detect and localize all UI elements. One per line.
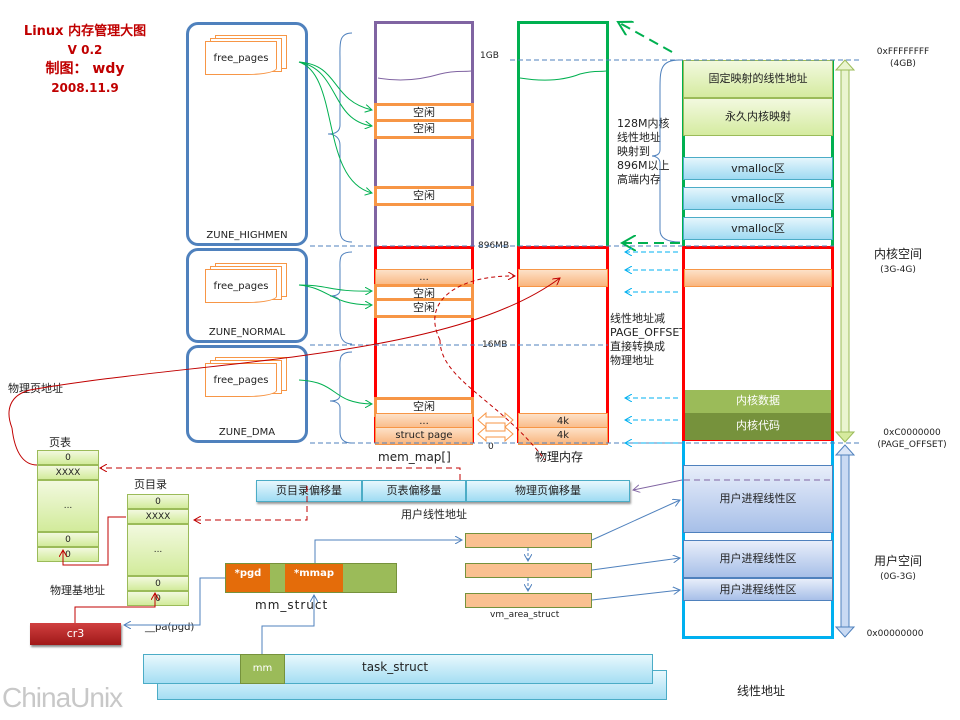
mark-16mb: 16MB [481, 340, 509, 350]
mm-field: mm [240, 654, 285, 684]
page-table-entry: 0 [37, 450, 99, 465]
zone-highmem-label: ZUNE_HIGHMEN [206, 230, 288, 241]
page-table-entry: XXXX [37, 465, 99, 480]
pa-pgd-label: __pa(pgd) [145, 622, 195, 633]
user-linear-address-bar: 页目录偏移量 页表偏移量 物理页偏移量 [256, 480, 630, 502]
page-table: 0 XXXX ... 0 0 [37, 450, 99, 562]
mem-map-struct-page: struct page [375, 427, 473, 445]
page-dir-entry: 0 [127, 591, 189, 606]
direct-mapping-note: 线性地址减 PAGE_OFFSET 直接转换成 物理地址 [610, 312, 687, 367]
diagram-date: 2008.11.9 [51, 81, 119, 95]
zone-highmem: free_pages ZUNE_HIGHMEN [186, 22, 308, 246]
addr-top: 0xFFFFFFFF(4GB) [876, 47, 930, 69]
vm-area-struct [465, 593, 592, 608]
free-pages-label: free_pages [205, 363, 277, 397]
page-dir-entry: ... [127, 524, 189, 576]
free-pages-stack: free_pages [205, 35, 289, 75]
mmap-field: *mmap [285, 564, 343, 592]
free-pages-label: free_pages [205, 269, 277, 303]
mark-896mb: 896MB [477, 241, 511, 251]
mark-1gb: 1GB [479, 51, 500, 61]
page-dir-entry: 0 [127, 576, 189, 591]
user-process-region: 用户进程线性区 [683, 578, 833, 601]
mm-struct-box: *pgd *mmap [225, 563, 397, 593]
kernel-data-region: 内核数据 [685, 390, 831, 413]
diagram-title: Linux 内存管理大图 [23, 24, 147, 39]
page-table-offset-field: 页表偏移量 [362, 480, 466, 502]
physical-memory-label: 物理内存 [535, 450, 584, 464]
user-space-range-arrow [834, 444, 856, 638]
user-linear-address-label: 用户线性地址 [401, 508, 467, 521]
diagram-author: 制图： wdy [45, 61, 125, 77]
permanent-kernel-map-region: 永久内核映射 [683, 98, 833, 136]
free-pages-label: free_pages [205, 41, 277, 75]
page-directory: 0 XXXX ... 0 0 [127, 494, 189, 606]
physical-page-address-label: 物理页地址 [8, 382, 63, 395]
vmalloc-region: vmalloc区 [683, 157, 833, 180]
kernel-space-label: 内核空间(3G-4G) [873, 247, 922, 275]
diagram-title-block: Linux 内存管理大图 V 0.2 制图： wdy 2008.11.9 [0, 22, 170, 98]
page-dir-offset-field: 页目录偏移量 [256, 480, 362, 502]
mem-map-free-slot: 空闲 [374, 103, 474, 123]
cr3-register: cr3 [30, 623, 121, 645]
zone-dma: free_pages ZUNE_DMA [186, 345, 308, 443]
page-dir-entry: 0 [127, 494, 189, 509]
vmalloc-region: vmalloc区 [683, 187, 833, 210]
mem-map-free-slot: 空闲 [374, 119, 474, 139]
physical-base-address-label: 物理基地址 [50, 584, 105, 597]
zone-dma-label: ZUNE_DMA [218, 427, 276, 438]
user-space-label: 用户空间(0G-3G) [873, 554, 922, 582]
vm-area-struct [465, 533, 592, 548]
page-table-entry: 0 [37, 532, 99, 547]
page-table-title: 页表 [49, 436, 71, 449]
zone-normal-label: ZUNE_NORMAL [208, 327, 286, 338]
vm-area-struct-label: vm_area_struct [490, 610, 560, 620]
free-pages-stack: free_pages [205, 357, 289, 397]
highmem-mapping-note: 128M内核 线性地址 映射到 896M以上 高端内存 [617, 117, 670, 186]
fixed-map-region: 固定映射的线性地址 [683, 60, 833, 98]
user-process-region: 用户进程线性区 [683, 540, 833, 578]
task-struct-label: task_struct [362, 660, 429, 674]
vm-area-struct [465, 563, 592, 578]
diagram-version: V 0.2 [67, 43, 103, 57]
kernel-linear-page [684, 269, 832, 287]
addr-bottom: 0x00000000 [866, 629, 924, 639]
phys-highmem-column [517, 21, 609, 248]
page-offset-field: 物理页偏移量 [466, 480, 630, 502]
page-directory-title: 页目录 [134, 478, 167, 491]
zone-normal: free_pages ZUNE_NORMAL [186, 248, 308, 343]
linear-address-label: 线性地址 [737, 684, 786, 698]
page-table-entry: ... [37, 480, 99, 532]
phys-page-4k: 4k [518, 427, 608, 445]
task-struct-box [143, 654, 653, 684]
free-pages-stack: free_pages [205, 263, 289, 303]
kernel-code-region: 内核代码 [685, 413, 831, 440]
watermark: ChinaUnix [2, 682, 123, 713]
page-table-entry: 0 [37, 547, 99, 562]
mem-map-free-slot: 空闲 [374, 186, 474, 206]
mm-struct-label: mm_struct [255, 598, 329, 612]
addr-page-offset: 0xC0000000(PAGE_OFFSET) [877, 428, 947, 450]
page-dir-entry: XXXX [127, 509, 189, 524]
mem-map-label: mem_map[] [378, 450, 451, 464]
vmalloc-region: vmalloc区 [683, 217, 833, 240]
phys-page-frame [518, 269, 608, 287]
kernel-space-range-arrow [834, 59, 856, 443]
user-process-region: 用户进程线性区 [683, 465, 833, 533]
pgd-field: *pgd [226, 564, 270, 592]
mem-map-free-slot: 空闲 [374, 298, 474, 318]
mark-zero: 0 [487, 442, 495, 452]
